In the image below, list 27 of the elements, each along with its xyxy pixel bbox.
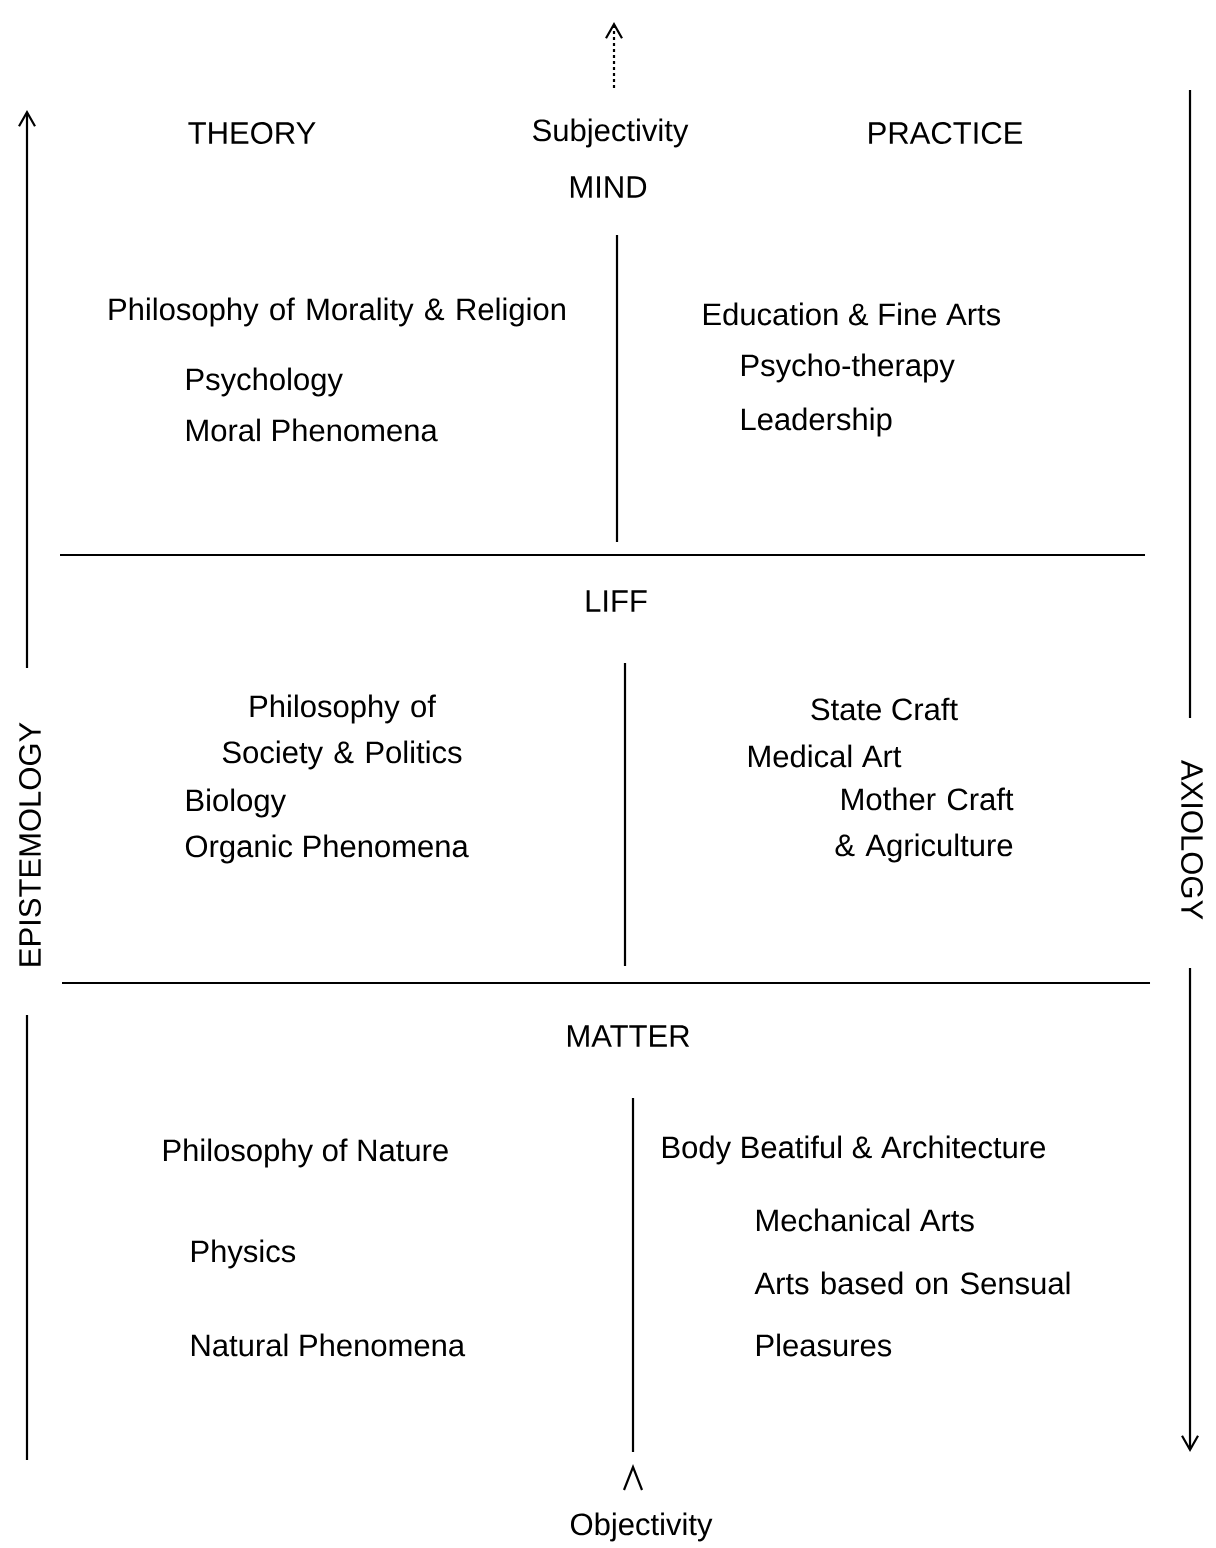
category-text: State Craft [811,697,958,721]
axis-label: Subjectivity [533,118,689,148]
category-text: Education & Fine Arts [704,302,1001,326]
category-text: Physics [192,1239,296,1269]
category-text: Leadership [742,407,892,437]
axis-label: Objectivity [571,1512,713,1542]
category-text: Mechanical Arts [757,1208,974,1232]
category-text: Body Beatiful & Architecture [663,1135,1045,1165]
category-text: Moral Phenomena [187,418,438,442]
axis-label: AXIOLOGY [1181,759,1203,920]
category-text: Philosophy of Society & Politics [222,694,462,770]
column-heading: THEORY [188,122,316,144]
section-heading: MATTER [568,1025,690,1047]
section-heading: LIFF [586,590,647,612]
section-heading: MIND [570,176,647,198]
category-text: Psycho-therapy [742,353,955,383]
axis-label: EPISTEMOLOGY [19,722,41,966]
category-text: Organic Phenomena [185,834,469,864]
column-heading: PRACTICE [869,122,1023,144]
category-text: Natural Phenomena [192,1333,466,1357]
category-text: Arts based on Sensual Pleasures [754,1271,1070,1357]
category-text: Philosophy of Nature [164,1138,448,1168]
category-text: Philosophy of Morality & Religion [109,297,565,327]
category-text: Psychology [187,367,343,397]
category-text: Biology [187,788,287,818]
category-text: Medical Art [749,744,902,768]
category-text: Mother Craft & Agriculture [835,787,1014,863]
